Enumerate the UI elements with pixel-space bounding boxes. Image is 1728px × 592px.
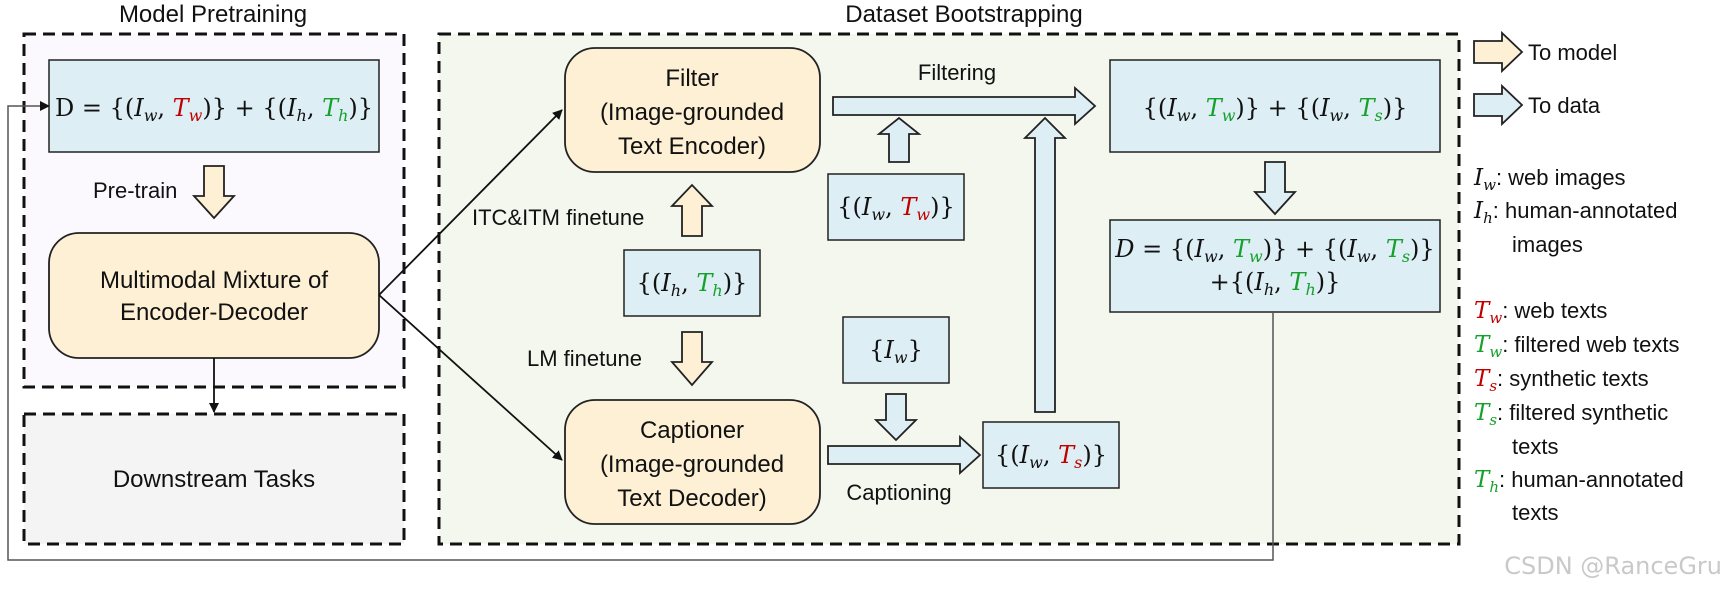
captioner-box [564, 399, 821, 525]
bootstrapping-section-title: Dataset Bootstrapping [845, 1, 1082, 28]
web-images-box [842, 316, 950, 384]
to-model-legend-icon [1473, 30, 1524, 74]
legend-entry: images [1512, 232, 1583, 257]
captioner-label-line1: Captioner [640, 417, 744, 444]
legend-entry: Ts: synthetic texts [1474, 366, 1649, 395]
model-to-filter-arrow [378, 109, 563, 296]
filter-box [564, 47, 821, 173]
web-pairs-up-arrow-icon [876, 116, 922, 163]
legend-entry: Ts: filtered synthetic [1474, 400, 1668, 429]
legend-entry: Tw: filtered web texts [1474, 332, 1680, 361]
synthetic-up-arrow-icon [1022, 116, 1068, 413]
pretraining-dataset-formula: D = {(Iw, Tw)} + {(Ih, Th)} [55, 94, 373, 125]
filtered-down-arrow-icon [1252, 161, 1298, 216]
legend-entry: Ih: human-annotated [1473, 198, 1677, 227]
legend-entry: texts [1512, 434, 1558, 459]
filter-label-line3: Text Encoder) [618, 133, 766, 160]
pretrain-arrow-icon [191, 165, 237, 220]
filtered-pairs-box [1109, 59, 1441, 153]
feedback-loop-arrowhead-icon [40, 101, 50, 111]
lm-finetune-label: LM finetune [527, 346, 642, 371]
final-dataset-box [1109, 219, 1441, 313]
model-label-line2: Encoder-Decoder [120, 299, 308, 326]
legend-entry: texts [1512, 500, 1558, 525]
itc-itm-arrow-icon [669, 183, 715, 237]
itc-itm-finetune-label: ITC&ITM finetune [472, 205, 644, 230]
human-pairs-box [623, 249, 761, 317]
multimodal-model-box [48, 232, 380, 359]
to-model-legend-label: To model [1528, 40, 1617, 65]
filtering-label: Filtering [918, 60, 996, 85]
web-images-formula: {Iw} [869, 336, 923, 367]
pretraining-section-title: Model Pretraining [119, 1, 307, 28]
synthetic-pairs-formula: {(Iw, Ts)} [995, 441, 1107, 472]
captioner-label-line2: (Image-grounded [600, 451, 784, 478]
synthetic-pairs-box [982, 421, 1120, 489]
final-dataset-formula-line1: D = {(Iw, Tw)} + {(Iw, Ts)} [1114, 235, 1434, 266]
pretraining-dataset-box [48, 59, 380, 153]
captioning-label: Captioning [846, 480, 951, 505]
human-pairs-formula: {(Ih, Th)} [637, 269, 748, 300]
captioning-arrow-icon [827, 434, 982, 476]
feedback-loop-line [7, 105, 1274, 561]
legend-entry: Tw: web texts [1474, 298, 1607, 327]
model-label-line1: Multimodal Mixture of [100, 267, 328, 294]
web-pairs-formula: {(Iw, Tw)} [837, 193, 954, 224]
web-pairs-box [827, 173, 965, 241]
legend-entry: Th: human-annotated [1474, 467, 1684, 496]
captioner-label-line3: Text Decoder) [617, 485, 766, 512]
filtering-arrow-shape-icon [832, 85, 1097, 127]
filter-label-line2: (Image-grounded [600, 99, 784, 126]
downstream-panel [22, 412, 406, 546]
lm-arrow-icon [670, 331, 714, 387]
web-images-down-arrow-icon [873, 393, 919, 442]
filtered-pairs-formula: {(Iw, Tw)} + {(Iw, Ts)} [1143, 94, 1408, 125]
model-to-captioner-arrow [378, 294, 563, 461]
to-data-legend-icon [1473, 83, 1524, 127]
to-data-legend-label: To data [1528, 93, 1601, 118]
legend-entry: Iw: web images [1473, 165, 1626, 194]
filter-label-line1: Filter [665, 65, 718, 92]
final-dataset-formula-line2: +{(Ih, Th)} [1210, 268, 1341, 299]
downstream-label: Downstream Tasks [113, 466, 315, 493]
pretrain-label: Pre-train [93, 178, 177, 203]
watermark: CSDN @RanceGru [1504, 552, 1722, 580]
